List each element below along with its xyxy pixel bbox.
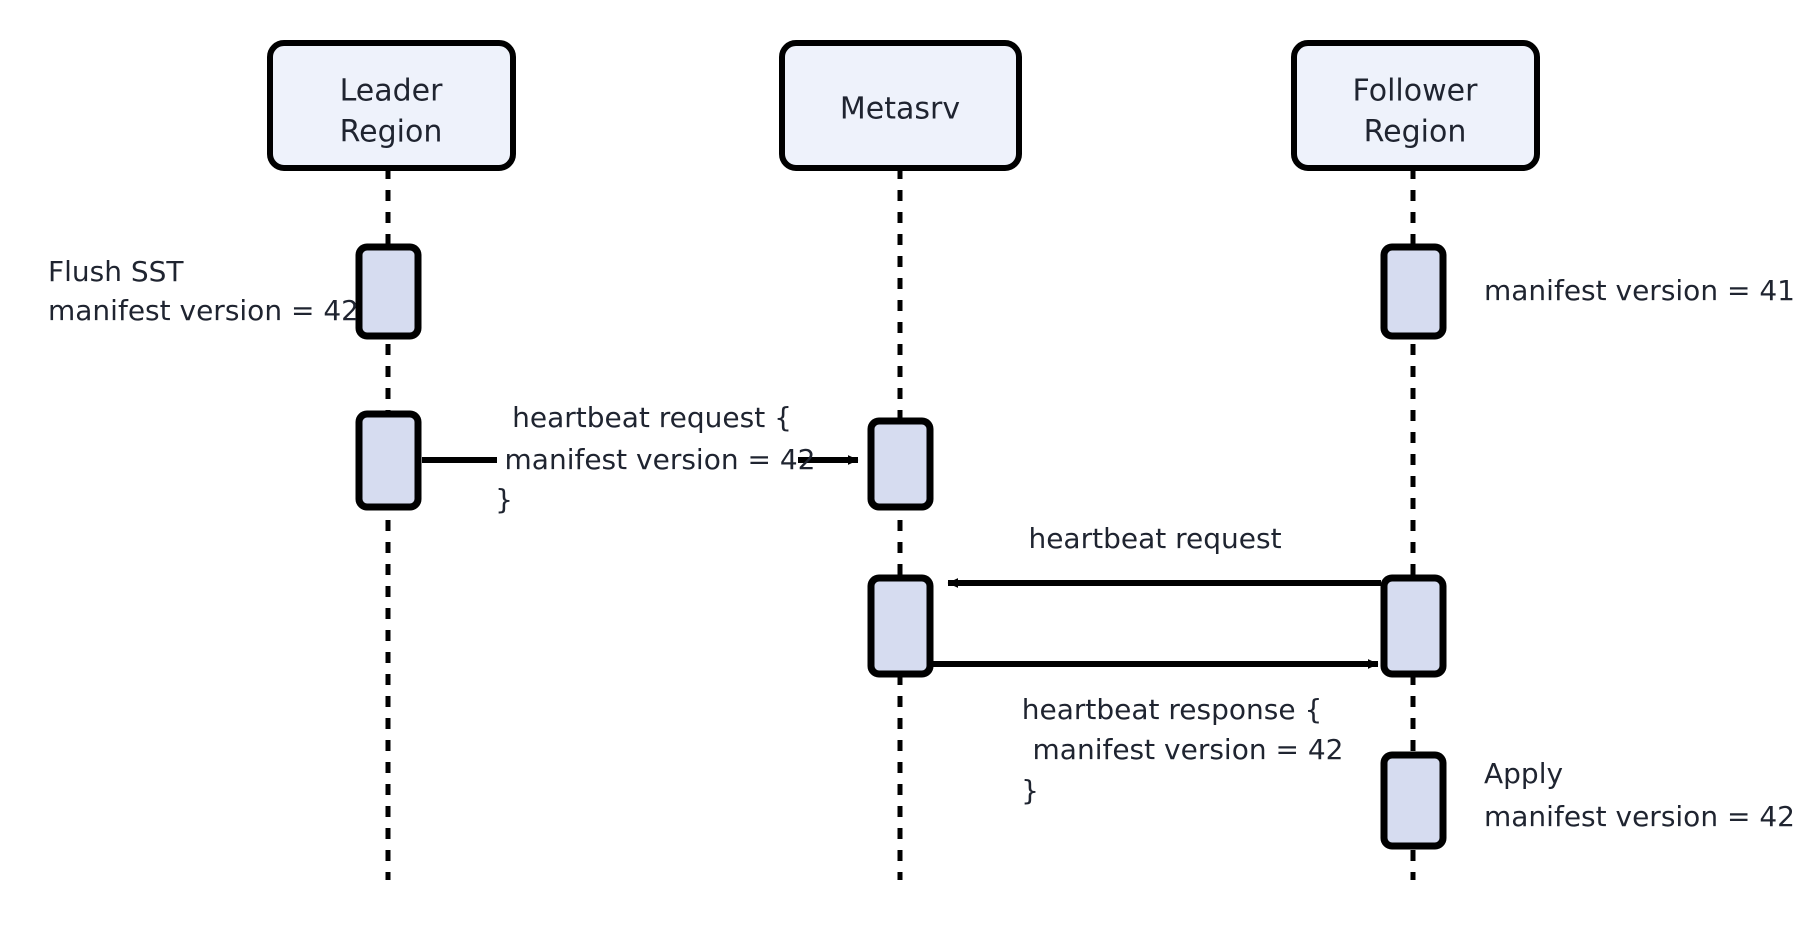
activation-follower-1 — [1380, 243, 1447, 340]
participant-metasrv[interactable]: Metasrv — [779, 40, 1022, 171]
participant-label-follower-line1: Follower — [1353, 74, 1479, 109]
note-flush-sst-line2: manifest version = 42 — [48, 294, 359, 327]
note-flush-sst: Flush SST manifest version = 42 — [48, 255, 359, 327]
activation-leader-1 — [355, 243, 422, 340]
message-follower-to-metasrv: heartbeat request — [947, 522, 1381, 588]
message-label-metasrv-to-follower-line1: heartbeat response { — [1022, 693, 1323, 726]
message-metasrv-to-follower: heartbeat response { manifest version = … — [933, 659, 1379, 807]
activation-follower-2 — [1380, 574, 1447, 678]
activation-follower-3 — [1380, 751, 1447, 850]
participant-follower[interactable]: Follower Region — [1291, 40, 1540, 171]
message-label-follower-to-metasrv-line1: heartbeat request — [1028, 522, 1281, 555]
participant-box-leader — [267, 40, 516, 171]
message-label-leader-to-metasrv-line2: manifest version = 42 — [505, 443, 816, 476]
participant-label-follower-line2: Region — [1364, 115, 1467, 150]
participant-label-leader-line1: Leader — [340, 74, 444, 109]
note-apply-line2: manifest version = 42 — [1484, 800, 1795, 833]
message-leader-to-metasrv: heartbeat request { manifest version = 4… — [422, 401, 859, 516]
note-apply-line1: Apply — [1484, 757, 1563, 790]
participant-box-follower — [1291, 40, 1540, 171]
note-flush-sst-line1: Flush SST — [48, 255, 184, 288]
participant-label-metasrv-line1: Metasrv — [840, 92, 960, 127]
message-label-metasrv-to-follower-line2: manifest version = 42 — [1033, 733, 1344, 766]
activation-metasrv-1 — [867, 417, 934, 511]
note-follower-version: manifest version = 41 — [1484, 274, 1795, 307]
note-follower-version-line1: manifest version = 41 — [1484, 274, 1795, 307]
message-label-metasrv-to-follower-line3: } — [1021, 774, 1039, 807]
activation-leader-2 — [355, 410, 422, 511]
participant-box-metasrv — [779, 40, 1022, 171]
note-apply: Apply manifest version = 42 — [1484, 757, 1795, 833]
message-label-leader-to-metasrv-line1: heartbeat request { — [512, 401, 792, 434]
activation-metasrv-2 — [867, 574, 934, 678]
message-label-leader-to-metasrv-line3: } — [495, 483, 513, 516]
participant-label-leader-line2: Region — [340, 115, 443, 150]
participant-leader[interactable]: Leader Region — [267, 40, 516, 171]
